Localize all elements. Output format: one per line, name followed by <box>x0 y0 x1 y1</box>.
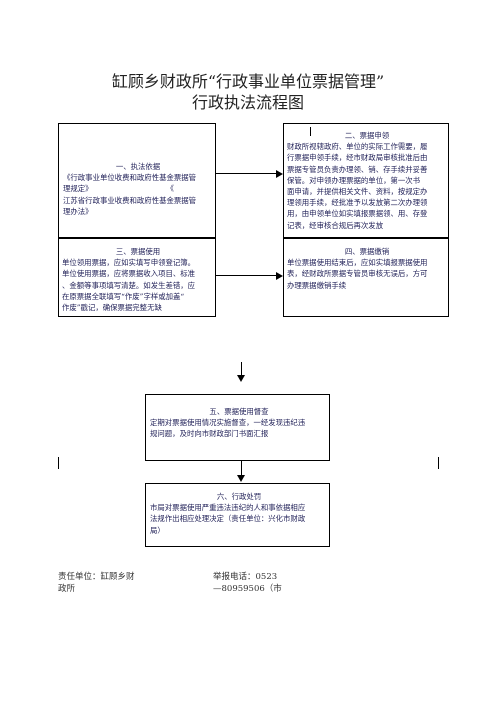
step-text-line: 票据专管员负责办理领、销、存手续并妥善 <box>287 164 428 174</box>
arrowhead-right-icon <box>276 170 283 178</box>
step-heading: 三、票据使用 <box>115 247 161 256</box>
step-text-line: 理领用手续，经批准予以发放第二次办理领 <box>287 198 428 208</box>
edge-mark <box>310 127 311 136</box>
step-box-penalty: 六、行政处罚 市局对票据使用严重违法违纪的人和事依据相应 法规作出相应处理决定（… <box>145 483 330 547</box>
connector-drop-to-inspection <box>241 362 242 375</box>
step-box-usage: 三、票据使用 单位领用票据，应如实填写申领登记簿。 单位使用票据，应将票据收入项… <box>58 238 216 317</box>
step-text-line: 单位使用票据，应将票据收入项目、标准 <box>62 269 196 279</box>
arrowhead-down-icon <box>237 375 245 382</box>
connector-box3-box4 <box>216 275 276 276</box>
step-box-apply: 二、票据申领 财政所视辖政府、单位的实际工作需要，履 行票据申领手续，经市财政局… <box>283 123 449 238</box>
report-phone: 举报电话：0523 —80959506（市 <box>213 571 282 595</box>
step-text-line: 行票据申领手续，经市财政局审核批准后由 <box>287 153 428 163</box>
step-text-line: 、金额等事项填写清楚。如发生差错，应 <box>62 280 196 290</box>
step-heading: 二、票据申领 <box>344 131 390 140</box>
step-text-line: 作废”戳记，确保票据完整无缺 <box>62 303 162 313</box>
step-heading: 六、行政处罚 <box>216 492 262 501</box>
step-box-inspection: 五、票据使用督查 定期对票据使用情况实施督查，一经发现违纪违 规问题，及时向市财… <box>145 394 330 461</box>
step-box-legal-basis: 一、执法依据 《行政事业单位收费和政府性基金票据管 理规定》 《 江苏省行政事业… <box>58 123 216 238</box>
step-heading: 四、票据缴销 <box>344 247 390 256</box>
step-text-line: 法规作出相应处理决定（责任单位：兴化市财政 <box>150 514 306 524</box>
title-line-1: 缸顾乡财政所“行政事业单位票据管理” <box>111 72 385 91</box>
step-text-line: 理规定》 《 <box>63 184 174 194</box>
step-text-line: 用，由申领单位如实填报票据领、用、存登 <box>287 209 428 219</box>
step-text-line: 财政所视辖政府、单位的实际工作需要，履 <box>287 142 428 152</box>
step-text-line: 单位票据使用结束后，应如实填报票据使用 <box>287 258 428 268</box>
responsible-unit-line-1: 责任单位：缸顾乡财 <box>58 572 135 582</box>
step-text-line: 市局对票据使用严重违法违纪的人和事依据相应 <box>150 503 306 513</box>
step-text-line: 面申请，并提供相关文件、资料，按规定办 <box>287 187 428 197</box>
edge-mark <box>58 457 59 469</box>
arrowhead-right-icon <box>276 272 283 280</box>
responsible-unit: 责任单位：缸顾乡财 政所 <box>58 571 135 595</box>
step-text-line: 在原票据全联填写“作废”字样或加盖“ <box>62 291 185 301</box>
responsible-unit-line-2: 政所 <box>58 584 76 594</box>
report-phone-line-1: 举报电话：0523 <box>213 572 278 582</box>
step-text-line: 定期对票据使用情况实施督查，一经发现违纪违 <box>150 418 306 428</box>
step-text-line: 规问题，及时向市财政部门书面汇报 <box>150 429 269 439</box>
step-text-line: 局） <box>150 525 165 535</box>
report-phone-line-2: —80959506（市 <box>213 584 282 594</box>
arrowhead-down-icon <box>237 475 245 482</box>
step-heading: 一、执法依据 <box>115 162 161 171</box>
step-text-line: 江苏省行政事业收费和政府性基金票据管 <box>63 195 197 205</box>
edge-mark <box>438 457 439 469</box>
step-text-line: 记表，经审核合规后再次发放 <box>287 220 384 230</box>
step-text-line: 《行政事业单位收费和政府性基金票据管 <box>63 173 197 183</box>
step-text-line: 保管。对申领办理票据的单位，第一次书 <box>287 175 421 185</box>
step-box-cancellation: 四、票据缴销 单位票据使用结束后，应如实填报票据使用 表，经财政所票据专管员审核… <box>283 238 449 317</box>
connector-box1-box2 <box>216 173 276 174</box>
step-text-line: 办理票据缴销手续 <box>287 280 347 290</box>
step-text-line: 理办法》 <box>63 206 93 216</box>
connector-inspection-to-penalty <box>241 461 242 475</box>
step-text-line: 单位领用票据，应如实填写申领登记簿。 <box>62 258 196 268</box>
step-heading: 五、票据使用督查 <box>209 407 269 416</box>
step-text-line: 表，经财政所票据专管员审核无误后，方可 <box>287 269 428 279</box>
title-line-2: 行政执法流程图 <box>191 93 304 112</box>
